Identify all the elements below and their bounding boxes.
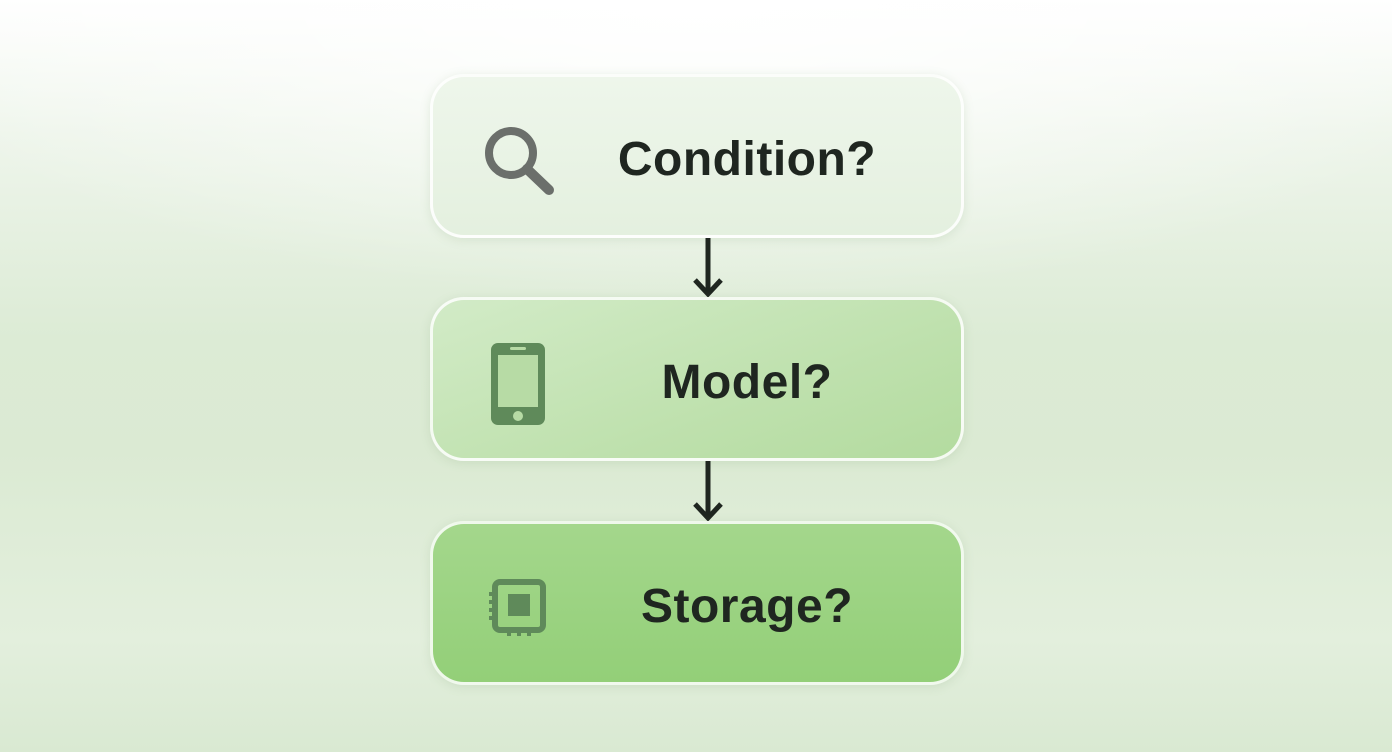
model-step: Model? bbox=[430, 297, 964, 461]
storage-label: Storage? bbox=[640, 579, 854, 633]
search-icon bbox=[479, 121, 559, 201]
down-arrow-icon bbox=[688, 461, 728, 522]
down-arrow-icon bbox=[688, 238, 728, 298]
model-label: Model? bbox=[661, 355, 833, 409]
smartphone-icon bbox=[479, 343, 559, 425]
memory-chip-icon bbox=[479, 568, 559, 648]
condition-label: Condition? bbox=[617, 132, 877, 186]
condition-step: Condition? bbox=[430, 74, 964, 238]
storage-step: Storage? bbox=[430, 521, 964, 685]
